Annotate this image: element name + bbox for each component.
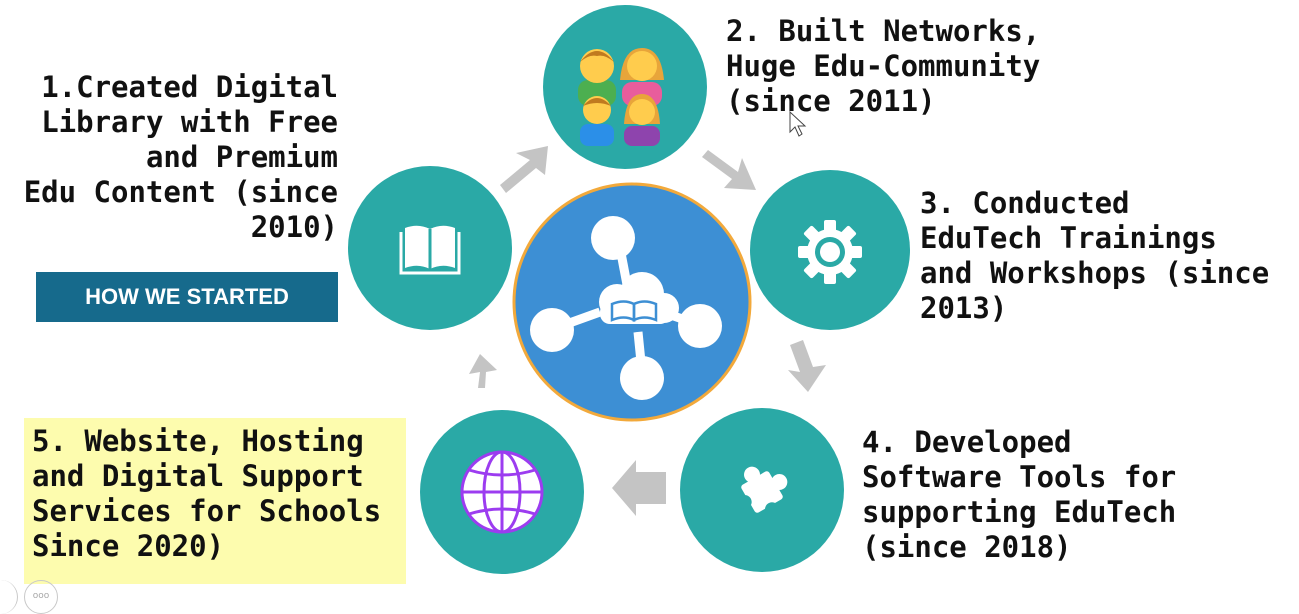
step-2-text: 2. Built Networks, Huge Edu-Community (s… [726,14,1041,118]
step-4-text: 4. Developed Software Tools for supporti… [862,425,1177,564]
more-options-button[interactable]: ooo [24,580,58,614]
step-1-text: 1.Created Digital Library with Free and … [23,70,338,244]
puzzle-icon [737,466,788,517]
viewer-edge [0,580,18,614]
arrow-4-to-5 [612,460,666,516]
book-icon [399,225,461,275]
arrow-1-to-2 [500,146,548,193]
family-icon [578,48,664,146]
mouse-cursor [789,110,807,137]
cycle-arrows [469,146,826,516]
arrow-2-to-3 [702,150,756,190]
globe-icon [460,450,544,534]
how-we-started-badge: HOW WE STARTED [36,272,338,322]
arrow-5-to-1 [469,354,497,388]
gear-icon [798,220,862,284]
arrow-3-to-4 [788,340,826,392]
step-3-text: 3. Conducted EduTech Trainings and Works… [920,186,1270,325]
step-5-text: 5. Website, Hosting and Digital Support … [24,418,406,584]
